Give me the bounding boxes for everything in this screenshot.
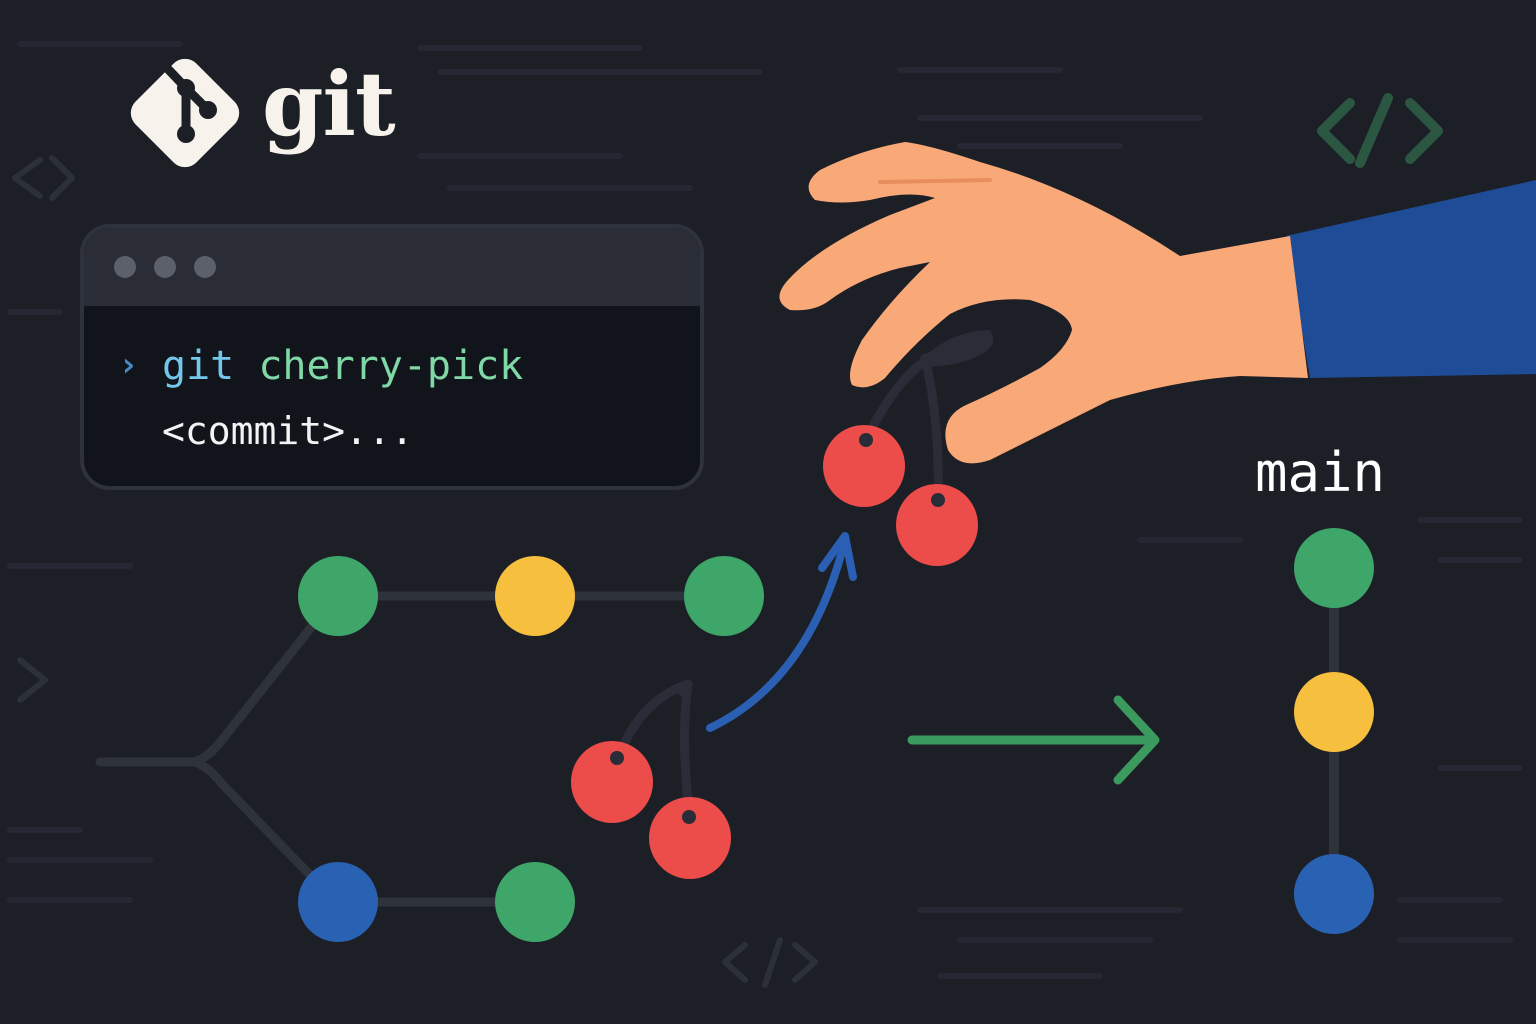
main-branch-label: main (1255, 441, 1386, 504)
terminal-window: › git cherry-pick <commit>... (80, 224, 704, 490)
prompt-chevron-icon: › (118, 345, 139, 385)
curved-arrow-icon (706, 532, 857, 732)
arrow-right-icon (907, 695, 1160, 785)
commit-node (298, 556, 378, 636)
commit-node (298, 862, 378, 942)
window-dot-icon (194, 256, 216, 278)
commit-node (495, 862, 575, 942)
window-dot-icon (114, 256, 136, 278)
command-keyword: git (162, 343, 235, 389)
git-wordmark: git (262, 52, 396, 156)
terminal-title-bar (84, 228, 700, 306)
branch-line-upper (95, 591, 341, 767)
sleeve (1286, 180, 1536, 378)
command-subcommand: cherry-pick (258, 343, 524, 389)
picked-cherry-icon (823, 330, 994, 566)
git-logo-icon (130, 58, 240, 168)
source-branch-graph (95, 556, 764, 942)
commit-node (1294, 528, 1374, 608)
commit-node (1294, 672, 1374, 752)
cherry-icon (571, 679, 731, 879)
hand-illustration (779, 142, 1536, 464)
commit-node (495, 556, 575, 636)
window-dot-icon (154, 256, 176, 278)
branch-line-lower (190, 757, 341, 907)
main-branch-graph (1294, 528, 1374, 934)
commit-node (684, 556, 764, 636)
background-code-lines (7, 41, 1523, 979)
faint-code-brackets-icon (12, 155, 818, 988)
command-args: <commit>... (162, 409, 414, 453)
code-brackets-icon (1317, 93, 1443, 168)
terminal-command: git cherry-pick (162, 346, 523, 386)
commit-node (1294, 854, 1374, 934)
